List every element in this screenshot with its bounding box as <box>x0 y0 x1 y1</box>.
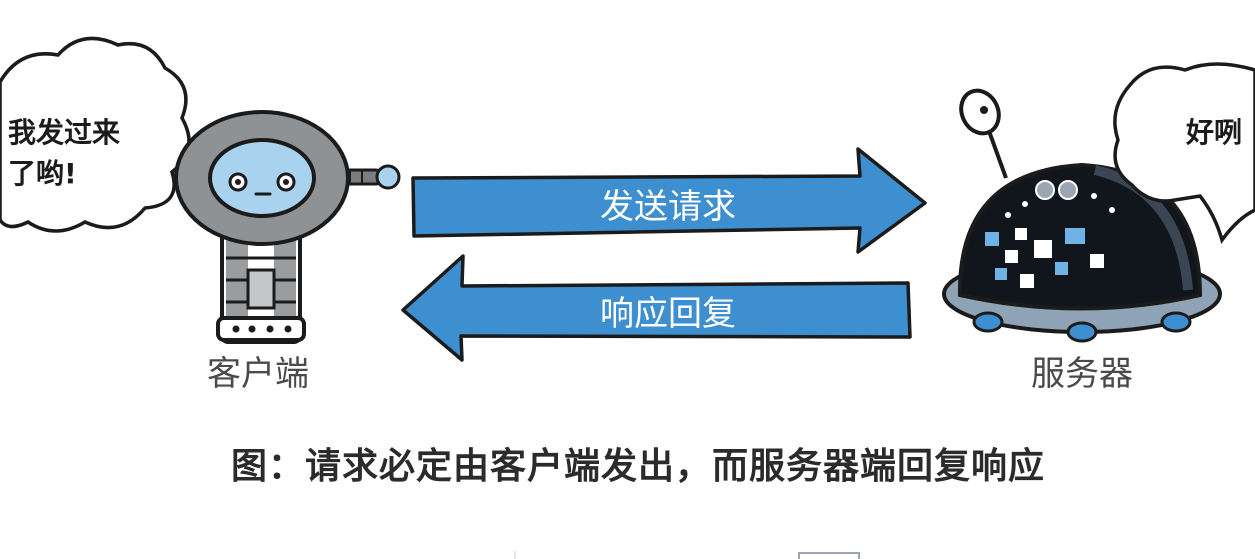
client-label: 客户端 <box>207 354 309 394</box>
cropped-bottom-edge <box>514 551 860 559</box>
server-speech-text: 好咧 <box>1185 116 1242 149</box>
response-arrow: 响应回复 <box>401 254 912 362</box>
client-speech-bubble: 我发过来 了哟! <box>0 36 191 233</box>
client-speech-line1: 我发过来 <box>8 116 120 149</box>
figure-caption: 图：请求必定由客户端发出，而服务器端回复响应 <box>231 446 1045 487</box>
client-speech-line2: 了哟! <box>8 157 77 190</box>
response-arrow-label: 响应回复 <box>600 294 736 334</box>
server-robot <box>942 88 1222 343</box>
request-arrow-label: 发送请求 <box>600 187 736 227</box>
request-arrow: 发送请求 <box>411 147 927 254</box>
server-label: 服务器 <box>1031 354 1133 394</box>
server-speech-bubble: 好咧 <box>1113 62 1255 244</box>
client-robot <box>174 110 401 344</box>
